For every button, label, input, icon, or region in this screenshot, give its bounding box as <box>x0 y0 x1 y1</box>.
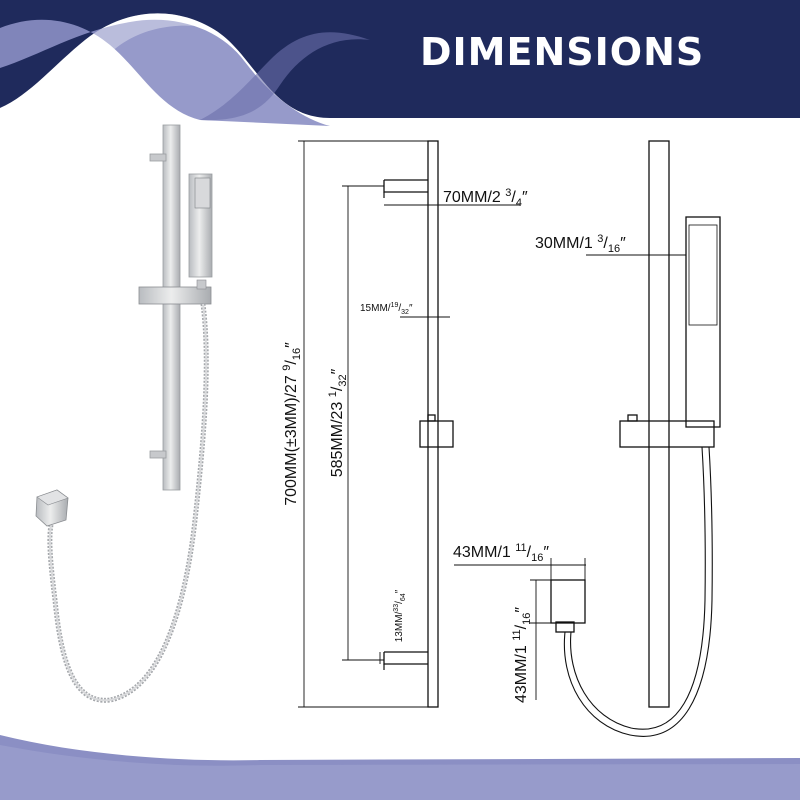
bar-width-label: 15MM/19/32″ <box>360 302 413 316</box>
product-photo <box>35 124 213 703</box>
bracket-spacing-label: 585MM/23 1/32″ <box>327 368 349 477</box>
front-bar <box>427 140 439 708</box>
side-holder <box>619 420 715 448</box>
handset-width-label: 30MM/1 3/16″ <box>535 233 626 255</box>
top-bracket <box>149 153 167 162</box>
side-handset <box>685 216 721 428</box>
front-view <box>383 140 454 708</box>
handset-face <box>194 177 211 209</box>
side-hose <box>563 446 713 737</box>
bottom-bracket-height-label: 13MM/33/64″ <box>393 589 407 642</box>
side-bar <box>648 140 670 708</box>
side-view <box>550 140 721 737</box>
page-title: DIMENSIONS <box>420 30 705 74</box>
slider-holder <box>138 286 212 305</box>
front-bottom-bracket <box>383 651 428 665</box>
slide-bar <box>162 124 181 491</box>
elbow-width-label: 43MM/1 11/16″ <box>453 542 549 564</box>
front-holder <box>419 420 454 448</box>
elbow-height-label: 43MM/1 11/16″ <box>511 607 533 703</box>
top-bracket-depth-label: 70MM/2 3/4″ <box>443 187 528 209</box>
hose <box>47 303 209 703</box>
side-handset-face <box>688 224 718 326</box>
total-height-label: 700MM(±3MM)/27 9/16″ <box>281 342 303 506</box>
side-elbow <box>550 579 586 624</box>
holder-knob <box>196 279 207 290</box>
bottom-bracket <box>149 450 167 459</box>
front-dimension-lines <box>298 140 520 708</box>
side-dimension-lines <box>454 248 686 700</box>
front-top-bracket <box>383 179 428 193</box>
top-banner <box>0 0 800 127</box>
